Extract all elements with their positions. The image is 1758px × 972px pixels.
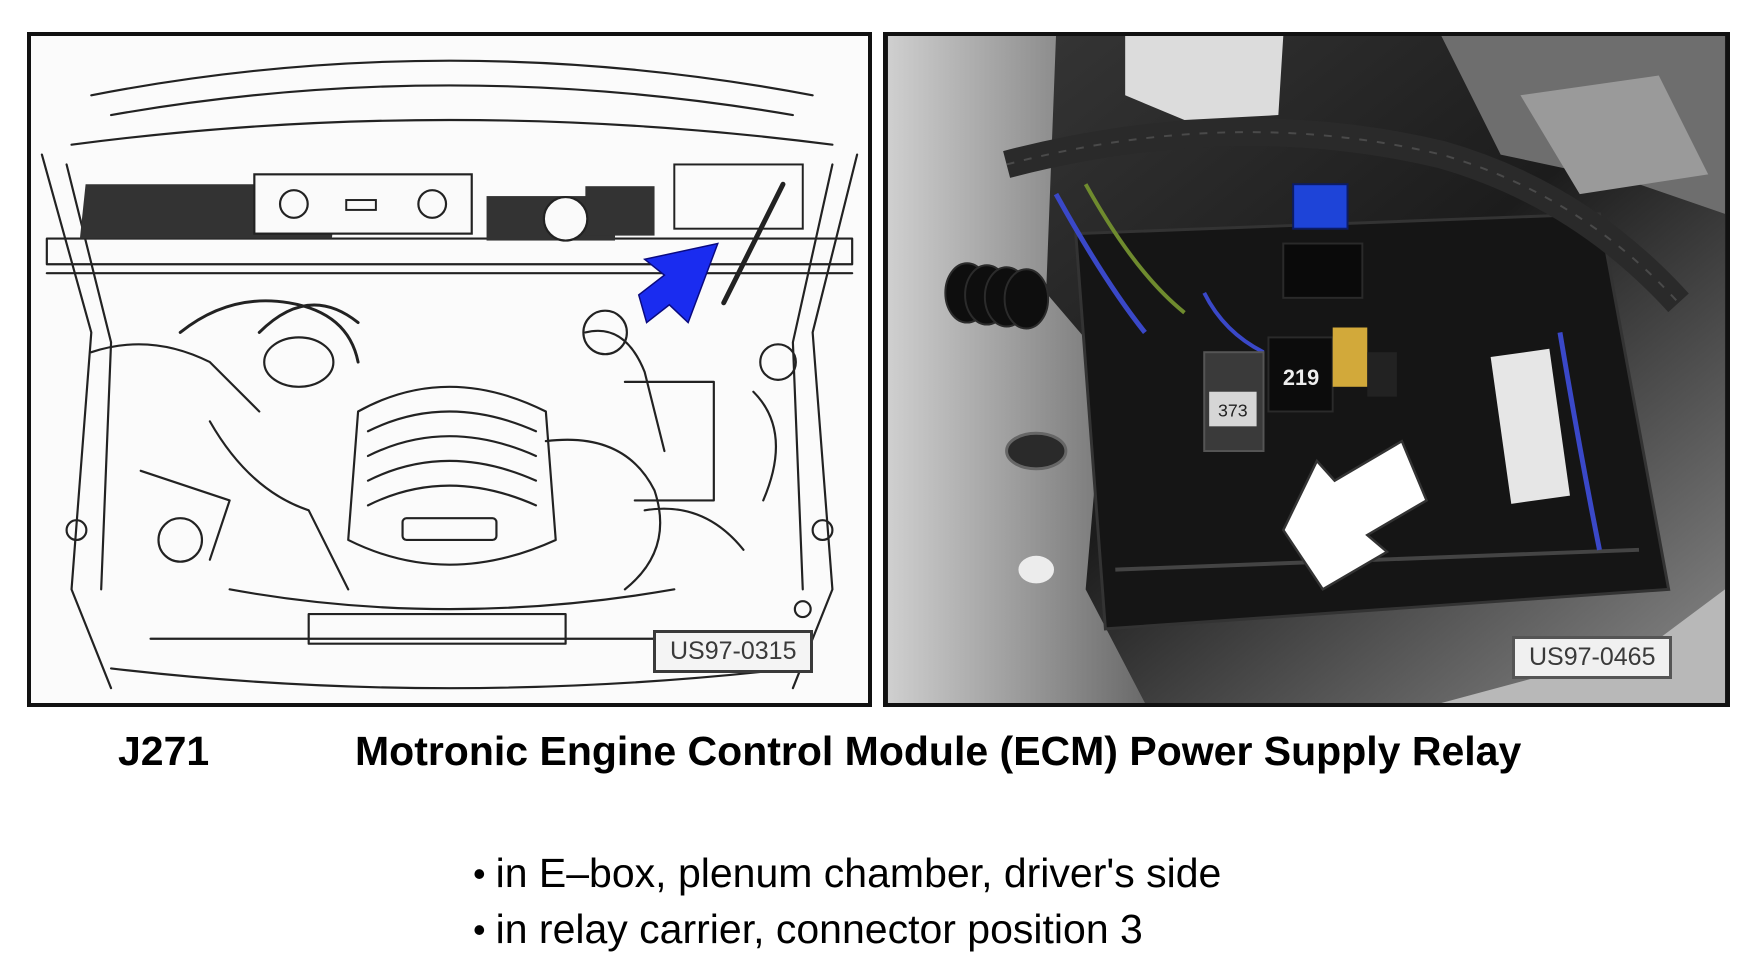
location-bullet: • in E–box, plenum chamber, driver's sid… <box>473 850 1221 897</box>
location-bullet: • in relay carrier, connector position 3 <box>473 906 1143 953</box>
bullet-text: in E–box, plenum chamber, driver's side <box>495 850 1222 896</box>
component-title: Motronic Engine Control Module (ECM) Pow… <box>355 728 1522 774</box>
engine-bay-line-drawing <box>40 59 859 690</box>
location-arrow-photo <box>1281 439 1429 592</box>
bullet-marker: • <box>473 908 486 950</box>
location-arrow <box>637 242 719 324</box>
component-code: J271 <box>118 728 210 774</box>
figure-reference-left: US97-0315 <box>653 630 814 673</box>
relay-carrier-photo-image: 373 219 <box>888 36 1725 703</box>
relay-label-373: 373 <box>1218 400 1248 420</box>
engine-bay-diagram: US97-0315 <box>27 32 872 707</box>
relay-carrier-photo: 373 219 US97-0465 <box>883 32 1730 707</box>
bullet-marker: • <box>473 852 486 894</box>
bullet-text: in relay carrier, connector position 3 <box>495 906 1143 952</box>
relay-label-219: 219 <box>1283 365 1319 390</box>
figure-reference-right: US97-0465 <box>1512 636 1673 679</box>
